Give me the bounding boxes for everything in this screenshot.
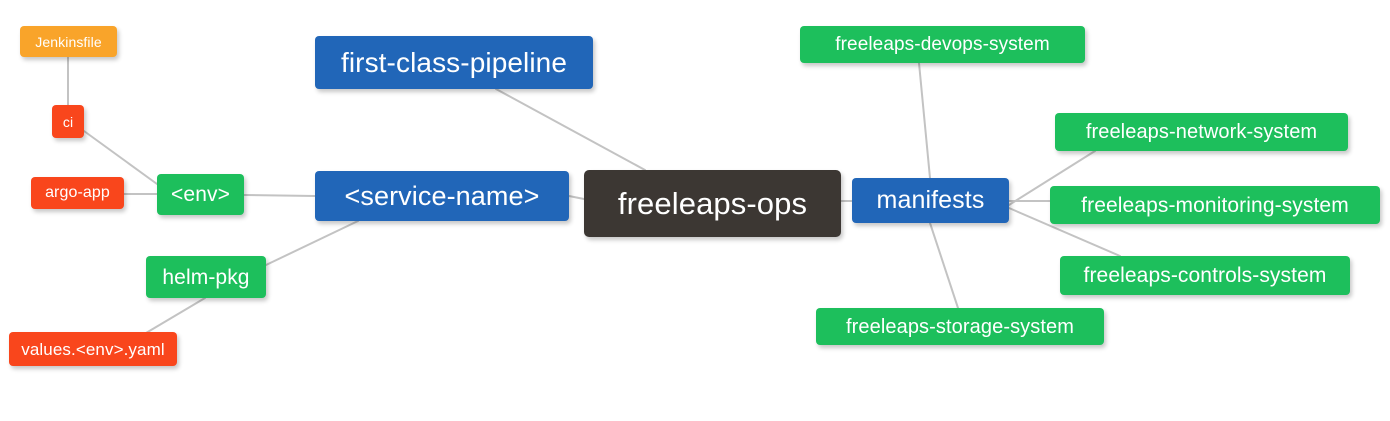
- node-label: <service-name>: [344, 180, 540, 211]
- node-label: freeleaps-monitoring-system: [1081, 193, 1349, 217]
- node-first-class-pipeline[interactable]: first-class-pipeline: [315, 36, 593, 89]
- edge-first-class-pipeline-to-freeleaps-ops: [495, 88, 646, 171]
- node-label: freeleaps-storage-system: [845, 315, 1075, 338]
- node-env[interactable]: <env>: [157, 174, 244, 215]
- node-label: Jenkinsfile: [35, 33, 102, 50]
- node-label: freeleaps-ops: [617, 186, 808, 221]
- node-label: helm-pkg: [162, 265, 250, 289]
- node-label: freeleaps-devops-system: [835, 34, 1050, 55]
- node-monitoring-system[interactable]: freeleaps-monitoring-system: [1050, 186, 1380, 224]
- node-freeleaps-ops[interactable]: freeleaps-ops: [584, 170, 841, 237]
- node-values-env-yaml[interactable]: values.<env>.yaml: [9, 332, 177, 366]
- node-label: <env>: [171, 183, 230, 206]
- node-controls-system[interactable]: freeleaps-controls-system: [1060, 256, 1350, 295]
- node-devops-system[interactable]: freeleaps-devops-system: [800, 26, 1085, 63]
- node-jenkinsfile[interactable]: Jenkinsfile: [20, 26, 117, 57]
- node-ci[interactable]: ci: [52, 105, 84, 138]
- node-label: ci: [62, 113, 74, 130]
- edge-service-name-to-freeleaps-ops: [568, 195, 585, 200]
- node-label: argo-app: [45, 184, 110, 201]
- node-storage-system[interactable]: freeleaps-storage-system: [816, 308, 1104, 345]
- edge-values-env-yaml-to-helm-pkg: [145, 297, 206, 334]
- node-label: manifests: [876, 186, 985, 214]
- edge-manifests-to-devops-system: [918, 62, 931, 179]
- edge-helm-pkg-to-service-name: [265, 220, 359, 266]
- node-label: first-class-pipeline: [340, 46, 568, 78]
- node-argo-app[interactable]: argo-app: [31, 177, 124, 209]
- edge-manifests-to-storage-system: [929, 222, 959, 309]
- node-network-system[interactable]: freeleaps-network-system: [1055, 113, 1348, 151]
- node-label: freeleaps-network-system: [1085, 121, 1318, 143]
- node-manifests[interactable]: manifests: [852, 178, 1009, 223]
- edge-env-to-service-name: [243, 194, 316, 197]
- node-service-name[interactable]: <service-name>: [315, 171, 569, 221]
- node-label: values.<env>.yaml: [21, 339, 165, 359]
- node-helm-pkg[interactable]: helm-pkg: [146, 256, 266, 298]
- node-label: freeleaps-controls-system: [1083, 264, 1327, 287]
